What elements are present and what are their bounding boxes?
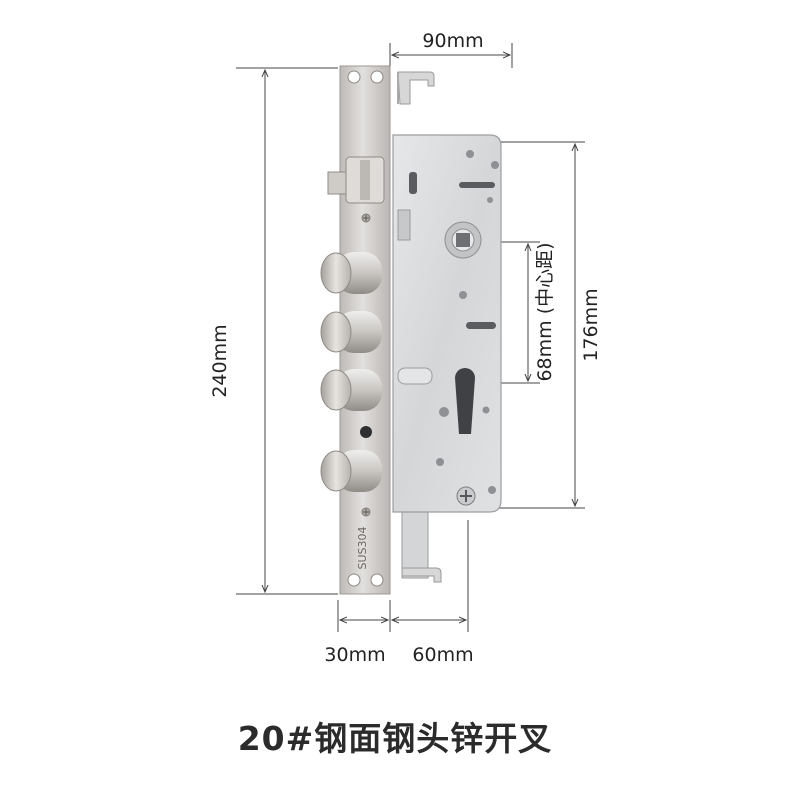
lock-case	[392, 134, 502, 513]
top-hook	[397, 71, 435, 105]
bottom-hook	[401, 509, 442, 583]
deadbolt	[320, 450, 382, 492]
dim-total-height: 240mm	[209, 324, 231, 397]
faceplate-stamp: SUS304	[356, 526, 369, 569]
deadbolts	[320, 252, 382, 492]
dim-faceplate-width: 30mm	[324, 644, 385, 666]
dim-top-width: 90mm	[422, 30, 483, 52]
deadbolt	[320, 369, 382, 411]
dim-case-height: 176mm	[580, 288, 602, 361]
deadbolt	[320, 252, 382, 294]
dim-center-distance: 68mm (中心距)	[534, 242, 556, 381]
product-caption: 20#钢面钢头锌开叉	[237, 719, 553, 758]
deadbolt	[320, 311, 382, 353]
dim-case-width: 60mm	[412, 644, 473, 666]
latch-block	[327, 156, 385, 204]
